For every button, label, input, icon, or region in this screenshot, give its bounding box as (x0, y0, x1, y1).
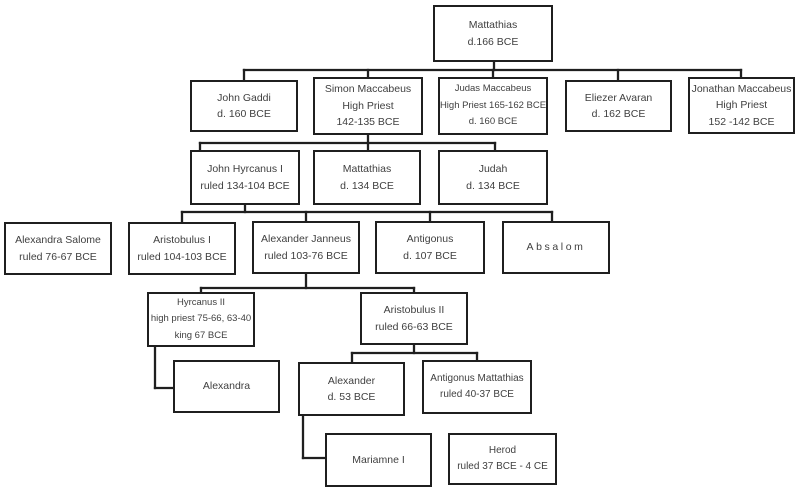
node-john-gaddi: John Gaddi d. 160 BCE (190, 80, 298, 132)
node-john-hyrcanus-i-line: ruled 134-104 BCE (200, 179, 290, 192)
node-mariamne-i: Mariamne I (325, 433, 432, 487)
node-alexandra-salome: Alexandra Salome ruled 76-67 BCE (4, 222, 112, 275)
node-herod-line: ruled 37 BCE - 4 CE (457, 461, 548, 472)
node-absalom: Absalom (502, 221, 610, 274)
node-mattathias-sr-line: Mattathias (468, 19, 518, 31)
node-alexandra-salome-line: ruled 76-67 BCE (19, 250, 97, 263)
node-absalom-line: Absalom (526, 241, 586, 254)
node-alexandra-line: Alexandra (202, 380, 251, 393)
node-jonathan-maccabeus-line: Jonathan Maccabeus (691, 82, 792, 95)
node-john-hyrcanus-i: John Hyrcanus I ruled 134-104 BCE (190, 150, 300, 205)
node-hyrcanus-ii-line: Hyrcanus II (176, 296, 226, 308)
node-aristobulus-i: Aristobulus I ruled 104-103 BCE (128, 222, 236, 275)
node-antigonus: Antigonus d. 107 BCE (375, 221, 485, 274)
node-mattathias-sr: Mattathias d.166 BCE (433, 5, 553, 62)
node-alexandra: Alexandra (173, 360, 280, 413)
node-judah-line: d. 134 BCE (466, 179, 520, 192)
node-mattathias-ii-line: d. 134 BCE (340, 179, 394, 192)
node-john-gaddi-line: John Gaddi (217, 91, 271, 104)
node-mattathias-sr-line: d.166 BCE (467, 35, 519, 48)
node-aristobulus-ii: Aristobulus II ruled 66-63 BCE (360, 292, 468, 345)
node-antigonus-mattathias: Antigonus Mattathias ruled 40-37 BCE (422, 360, 532, 414)
node-judas-maccabeus-line: Judas Maccabeus (454, 83, 532, 95)
node-jonathan-maccabeus-line: High Priest (715, 99, 768, 112)
node-eliezer-avaran-line: d. 162 BCE (591, 108, 646, 120)
node-alexander: Alexander d. 53 BCE (298, 362, 405, 416)
node-simon-maccabeus-line: Simon Maccabeus (324, 83, 412, 96)
node-aristobulus-i-line: Aristobulus I (153, 234, 211, 246)
node-jonathan-maccabeus-line: 152 -142 BCE (708, 115, 775, 128)
node-mattathias-ii: Mattathias d. 134 BCE (313, 150, 421, 205)
node-antigonus-line: Antigonus (406, 233, 454, 245)
node-mattathias-ii-line: Mattathias (342, 163, 392, 175)
node-alexandra-salome-line: Alexandra Salome (15, 234, 101, 246)
node-eliezer-avaran: Eliezer Avaran d. 162 BCE (565, 80, 672, 132)
node-alexander-janneus-line: ruled 103-76 BCE (264, 249, 348, 262)
node-herod-line: Herod (488, 444, 517, 456)
node-eliezer-avaran-line: Eliezer Avaran (584, 91, 653, 104)
node-alexander-janneus: Alexander Janneus ruled 103-76 BCE (252, 221, 360, 274)
node-judas-maccabeus-line: d. 160 BCE (468, 116, 518, 128)
node-alexander-janneus-line: Alexander Janneus (261, 233, 351, 245)
node-simon-maccabeus-line: High Priest (342, 99, 394, 112)
node-aristobulus-i-line: ruled 104-103 BCE (137, 250, 227, 263)
node-john-hyrcanus-i-line: John Hyrcanus I (207, 163, 283, 175)
node-alexander-line: d. 53 BCE (327, 391, 376, 403)
node-antigonus-mattathias-line: Antigonus Mattathias (430, 372, 524, 384)
node-hyrcanus-ii-line: high priest 75-66, 63-40 (150, 313, 252, 325)
node-judah-line: Judah (478, 163, 508, 175)
node-aristobulus-ii-line: ruled 66-63 BCE (375, 320, 453, 333)
node-john-gaddi-line: d. 160 BCE (217, 108, 271, 120)
node-antigonus-line: d. 107 BCE (403, 249, 457, 262)
node-hyrcanus-ii-line: king 67 BCE (174, 329, 228, 341)
node-alexander-line: Alexander (327, 374, 376, 387)
node-judas-maccabeus-line: High Priest 165-162 BCE (439, 99, 547, 111)
node-aristobulus-ii-line: Aristobulus II (383, 304, 445, 316)
node-judah: Judah d. 134 BCE (438, 150, 548, 205)
node-antigonus-mattathias-line: ruled 40-37 BCE (440, 389, 514, 400)
node-herod: Herod ruled 37 BCE - 4 CE (448, 433, 557, 485)
node-simon-maccabeus-line: 142-135 BCE (336, 116, 400, 129)
node-mariamne-i-line: Mariamne I (352, 453, 405, 466)
node-hyrcanus-ii: Hyrcanus II high priest 75-66, 63-40 king … (147, 292, 255, 347)
